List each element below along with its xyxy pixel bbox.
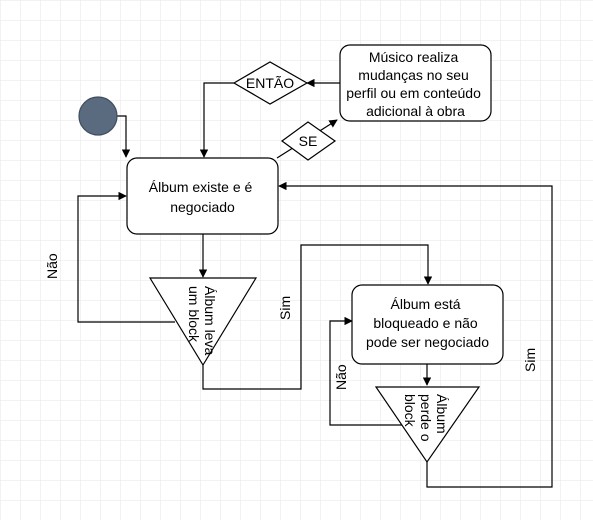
svg-text:Álbum leva um block: Álbum leva um block — [186, 286, 218, 359]
label-sim-right: Sim — [522, 348, 538, 372]
edge-start-to-album-exists — [117, 115, 131, 158]
edge-sim-back-to-exists — [278, 181, 553, 488]
album-exists-line-1: Álbum existe e é — [149, 179, 253, 195]
start-node — [78, 96, 118, 136]
loses-block-line-1: Álbum — [434, 394, 450, 434]
node-musician-changes: Músico realiza mudanças no seu perfil ou… — [339, 44, 492, 122]
gets-block-line-1: Álbum leva — [202, 286, 218, 355]
svg-text:Álbum existe e é negocia: Álbum existe e é negociado — [149, 179, 256, 215]
musician-line-3: perfil ou em conteúdo — [346, 85, 481, 101]
musician-line-4: adicional à obra — [366, 103, 465, 119]
edge-nao-back-to-exists — [77, 191, 175, 323]
se-diamond: SE — [280, 121, 337, 161]
album-blocked-line-2: bloqueado e não — [373, 315, 478, 331]
loses-block-line-3: block — [402, 394, 418, 428]
svg-text:Álbum está bloqueado e n: Álbum está bloqueado e não pode ser nego… — [366, 296, 489, 350]
musician-line-2: mudanças no seu — [358, 67, 469, 83]
edge-sim-to-blocked — [202, 244, 433, 390]
album-blocked-line-1: Álbum está — [391, 296, 461, 312]
musician-line-1: Músico realiza — [369, 49, 459, 65]
edge-nao-back-to-blocked — [329, 316, 402, 426]
label-sim-mid: Sim — [277, 296, 293, 320]
node-album-exists: Álbum existe e é negociado — [126, 157, 279, 235]
entao-label: ENTÃO — [246, 75, 294, 91]
node-album-blocked: Álbum está bloqueado e não pode ser nego… — [351, 284, 504, 365]
svg-text:Músico realiza mudanças: Músico realiza mudanças no seu perfil ou… — [346, 49, 485, 119]
gets-block-line-2: um block — [186, 286, 202, 343]
node-album-loses-block: Álbum perde o block — [374, 386, 481, 464]
se-label: SE — [299, 133, 318, 149]
album-blocked-line-3: pode ser negociado — [366, 334, 489, 350]
loses-block-line-2: perde o — [418, 394, 434, 442]
node-album-gets-block: Álbum leva um block — [148, 277, 258, 367]
label-nao-inner: Não — [333, 364, 349, 390]
entao-diamond: ENTÃO — [232, 61, 309, 105]
label-nao-left: Não — [44, 253, 60, 279]
edge-entao-to-album-exists — [199, 82, 234, 158]
album-exists-line-2: negociado — [170, 199, 235, 215]
svg-text:Álbum perde o bloc: Álbum perde o block — [402, 394, 450, 445]
